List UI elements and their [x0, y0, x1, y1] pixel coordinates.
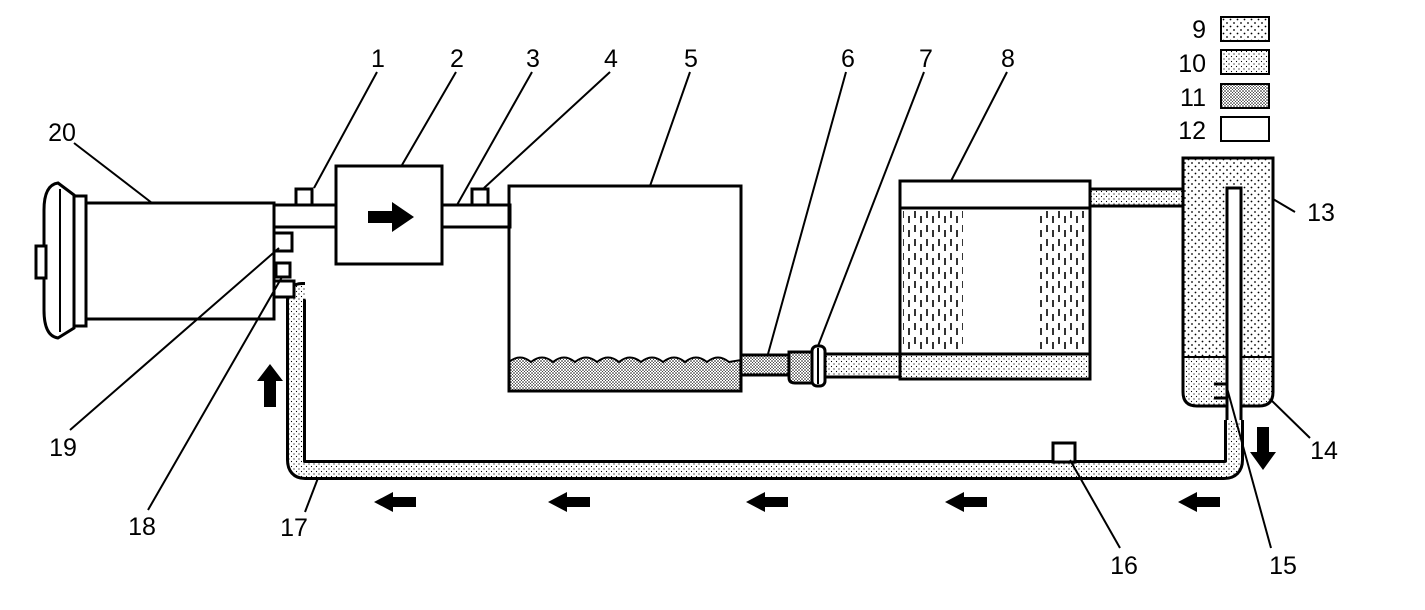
- evaporator: [898, 179, 1092, 381]
- arrow-left-icon: [945, 492, 987, 512]
- legend-label-9: 9: [1192, 16, 1206, 44]
- condenser-liquid: [508, 356, 742, 392]
- liquid-line-6: [739, 353, 793, 377]
- callout-7: 7: [919, 45, 933, 73]
- legend-swatch-12: [1220, 116, 1270, 142]
- callout-6: 6: [841, 45, 855, 73]
- port-16: [1051, 441, 1077, 464]
- arrow-left-icon: [746, 492, 788, 512]
- callout-14: 14: [1310, 437, 1338, 465]
- legend-label-10: 10: [1178, 50, 1206, 78]
- callout-5: 5: [684, 45, 698, 73]
- clutch-nub: [34, 244, 48, 280]
- discharge-line-1: [272, 203, 338, 229]
- callout-17: 17: [280, 514, 308, 542]
- arrow-left-icon: [548, 492, 590, 512]
- callout-4: 4: [604, 45, 618, 73]
- compressor: [34, 181, 276, 340]
- suction-hose: [272, 279, 1244, 480]
- liquid-line-7: [823, 352, 902, 379]
- legend-label-11: 11: [1180, 84, 1206, 112]
- callout-18: 18: [128, 513, 156, 541]
- hose-end-cap: [272, 279, 296, 299]
- evaporator-top-tank: [898, 179, 1092, 210]
- port-4: [470, 187, 490, 207]
- callout-1: 1: [371, 45, 385, 73]
- flow-arrow-right: [368, 202, 414, 232]
- flow-arrows: [257, 364, 1276, 512]
- condenser: [507, 184, 743, 393]
- callout-13: 13: [1307, 199, 1335, 227]
- leader-lines: [69, 71, 1311, 549]
- accumulator-shell: [1181, 156, 1275, 408]
- legend-label-12: 12: [1178, 117, 1206, 145]
- callout-19: 19: [49, 434, 77, 462]
- suction-hose-outer: [286, 282, 1244, 480]
- legend-swatch-9: [1220, 16, 1270, 42]
- compressor-body: [84, 201, 276, 321]
- condenser-body: [507, 184, 743, 393]
- arrow-left-icon: [374, 492, 416, 512]
- suction-hose-inner: [289, 285, 1241, 477]
- discharge-line-2: [440, 203, 512, 229]
- callout-20: 20: [48, 119, 76, 147]
- legend-swatch-11: [1220, 83, 1270, 109]
- legend-swatch-10: [1220, 49, 1270, 75]
- port-18: [274, 261, 292, 279]
- port-19: [272, 231, 294, 253]
- port-1: [294, 187, 314, 207]
- arrow-up-icon: [257, 364, 283, 407]
- callout-labels: 1 2 3 4 5 6 7 8 13 14 15 16 17 18 19 20: [48, 45, 1338, 580]
- callout-2: 2: [450, 45, 464, 73]
- callout-3: 3: [526, 45, 540, 73]
- orifice-tube-fitting: [787, 350, 814, 385]
- callout-16: 16: [1110, 552, 1138, 580]
- arrow-down-icon: [1250, 427, 1276, 470]
- callout-8: 8: [1001, 45, 1015, 73]
- legend: 9 10 11 12: [1178, 16, 1270, 145]
- arrow-left-icon: [1178, 492, 1220, 512]
- callout-15: 15: [1269, 552, 1297, 580]
- evaporator-bottom-tank: [898, 352, 1092, 381]
- pulley-hub: [72, 194, 88, 328]
- evaporator-core-left: [903, 211, 963, 351]
- evaporator-core-right: [1040, 211, 1088, 351]
- accumulator: [1181, 156, 1275, 430]
